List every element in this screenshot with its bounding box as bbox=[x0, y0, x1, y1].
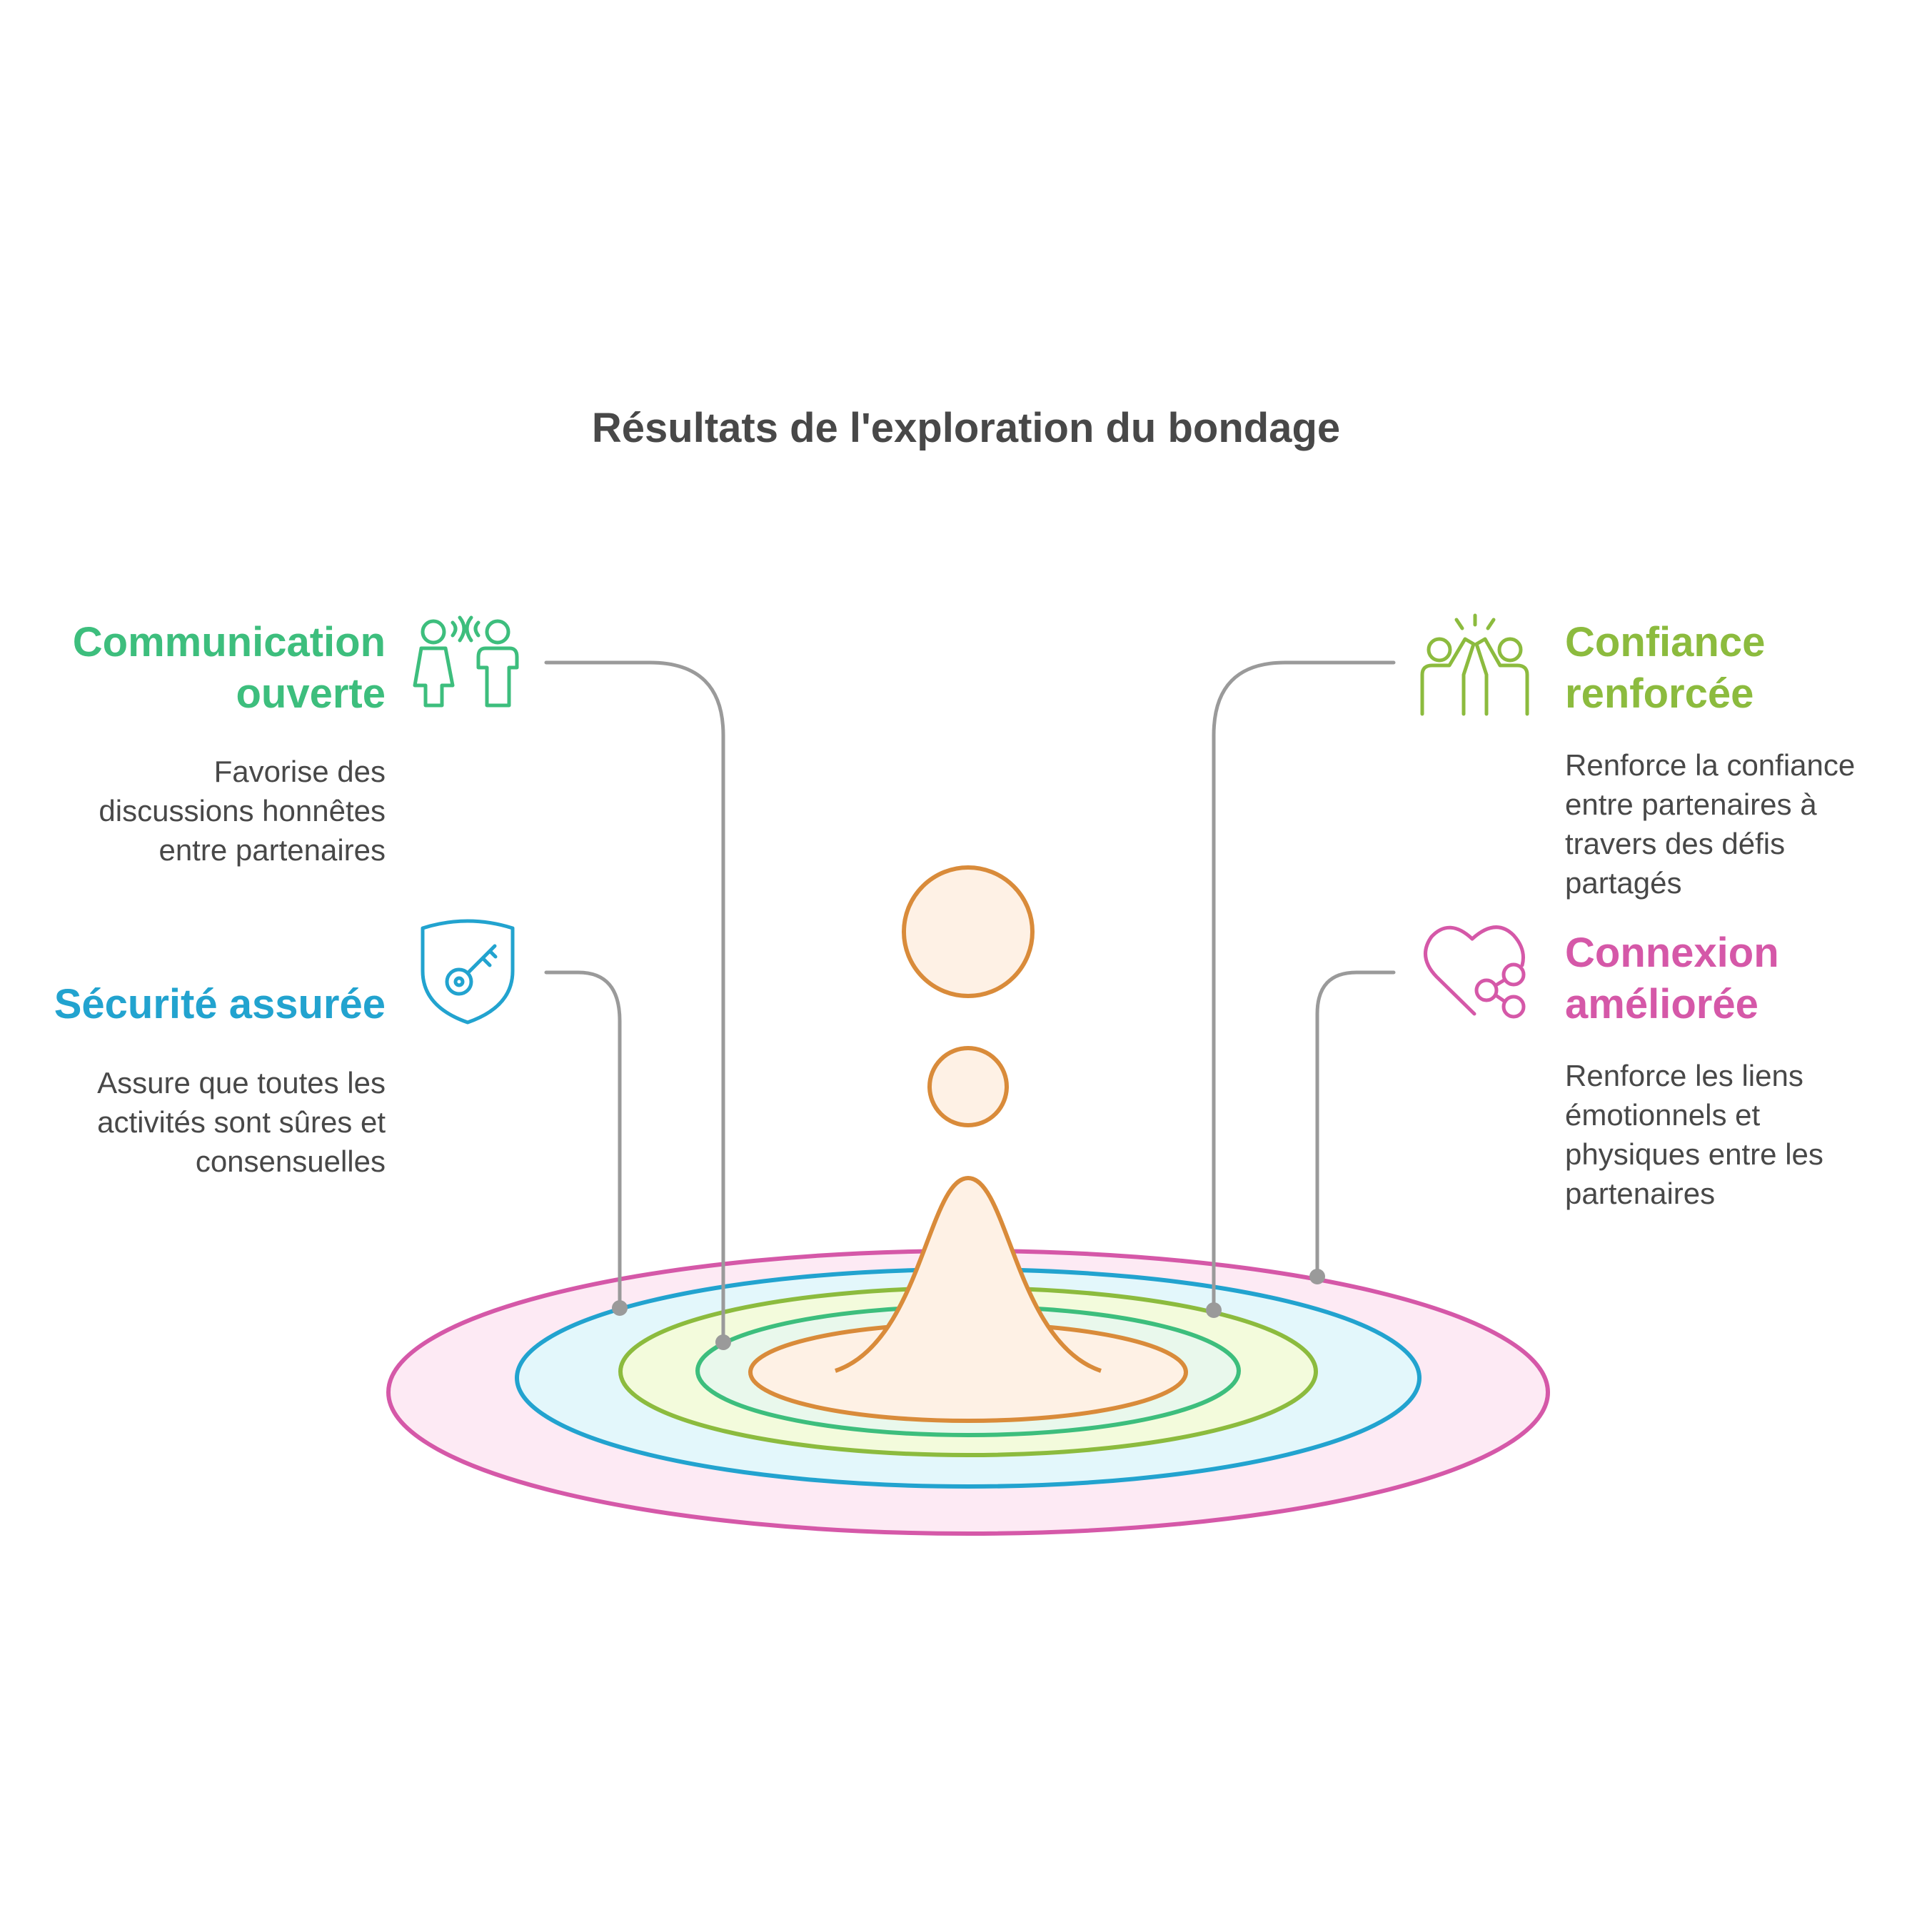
heart-share-icon bbox=[1424, 925, 1526, 1019]
diagram-title: Résultats de l'exploration du bondage bbox=[591, 405, 1341, 451]
heading-communication: Communication ouverte bbox=[73, 617, 386, 720]
heading-connexion-line2: améliorée bbox=[1565, 981, 1759, 1027]
desc-communication: Favorise des discussions honnêtes entre … bbox=[99, 752, 386, 870]
desc-connexion-line2: émotionnels et bbox=[1565, 1098, 1761, 1132]
connector-confiance bbox=[1212, 660, 1396, 1312]
heading-securite-line1: Sécurité assurée bbox=[54, 981, 386, 1027]
heading-connexion-line1: Connexion bbox=[1565, 930, 1779, 976]
connector-dot-securite bbox=[612, 1300, 628, 1316]
desc-connexion: Renforce les liens émotionnels et physiq… bbox=[1565, 1056, 1823, 1213]
desc-securite-line2: activités sont sûres et bbox=[97, 1105, 386, 1139]
desc-confiance-line2: entre partenaires à bbox=[1565, 788, 1817, 821]
connector-dot-confiance bbox=[1206, 1302, 1222, 1318]
desc-confiance-line4: partagés bbox=[1565, 866, 1682, 900]
connector-connexion bbox=[1315, 970, 1396, 1279]
heading-confiance-line2: renforcée bbox=[1565, 670, 1754, 717]
desc-securite-line3: consensuelles bbox=[195, 1144, 386, 1178]
heading-communication-line1: Communication bbox=[72, 619, 386, 665]
high-five-icon bbox=[1420, 613, 1529, 716]
desc-securite: Assure que toutes les activités sont sûr… bbox=[97, 1063, 386, 1181]
connector-dot-communication bbox=[715, 1334, 731, 1350]
heading-connexion: Connexion améliorée bbox=[1565, 927, 1779, 1030]
splash-peak bbox=[835, 1175, 1102, 1373]
desc-communication-line3: entre partenaires bbox=[159, 833, 386, 867]
heading-confiance-line1: Confiance bbox=[1565, 619, 1766, 665]
heading-confiance: Confiance renforcée bbox=[1565, 617, 1765, 720]
connector-securite bbox=[544, 970, 622, 1310]
desc-confiance-line3: travers des défis bbox=[1565, 827, 1786, 860]
desc-connexion-line4: partenaires bbox=[1565, 1177, 1716, 1210]
desc-connexion-line1: Renforce les liens bbox=[1565, 1059, 1803, 1092]
shield-key-icon bbox=[421, 919, 515, 1025]
desc-securite-line1: Assure que toutes les bbox=[97, 1066, 386, 1100]
connector-communication bbox=[544, 660, 725, 1344]
desc-communication-line1: Favorise des bbox=[213, 755, 386, 788]
droplet-small bbox=[927, 1046, 1009, 1127]
heading-communication-line2: ouverte bbox=[236, 670, 386, 717]
desc-confiance-line1: Renforce la confiance bbox=[1565, 748, 1856, 782]
desc-confiance: Renforce la confiance entre partenaires … bbox=[1565, 745, 1855, 902]
droplet-large bbox=[902, 865, 1035, 998]
connector-dot-connexion bbox=[1309, 1269, 1325, 1284]
desc-communication-line2: discussions honnêtes bbox=[99, 794, 386, 827]
heading-securite: Sécurité assurée bbox=[54, 979, 386, 1030]
desc-connexion-line3: physiques entre les bbox=[1565, 1137, 1823, 1171]
talking-people-icon bbox=[413, 615, 519, 708]
